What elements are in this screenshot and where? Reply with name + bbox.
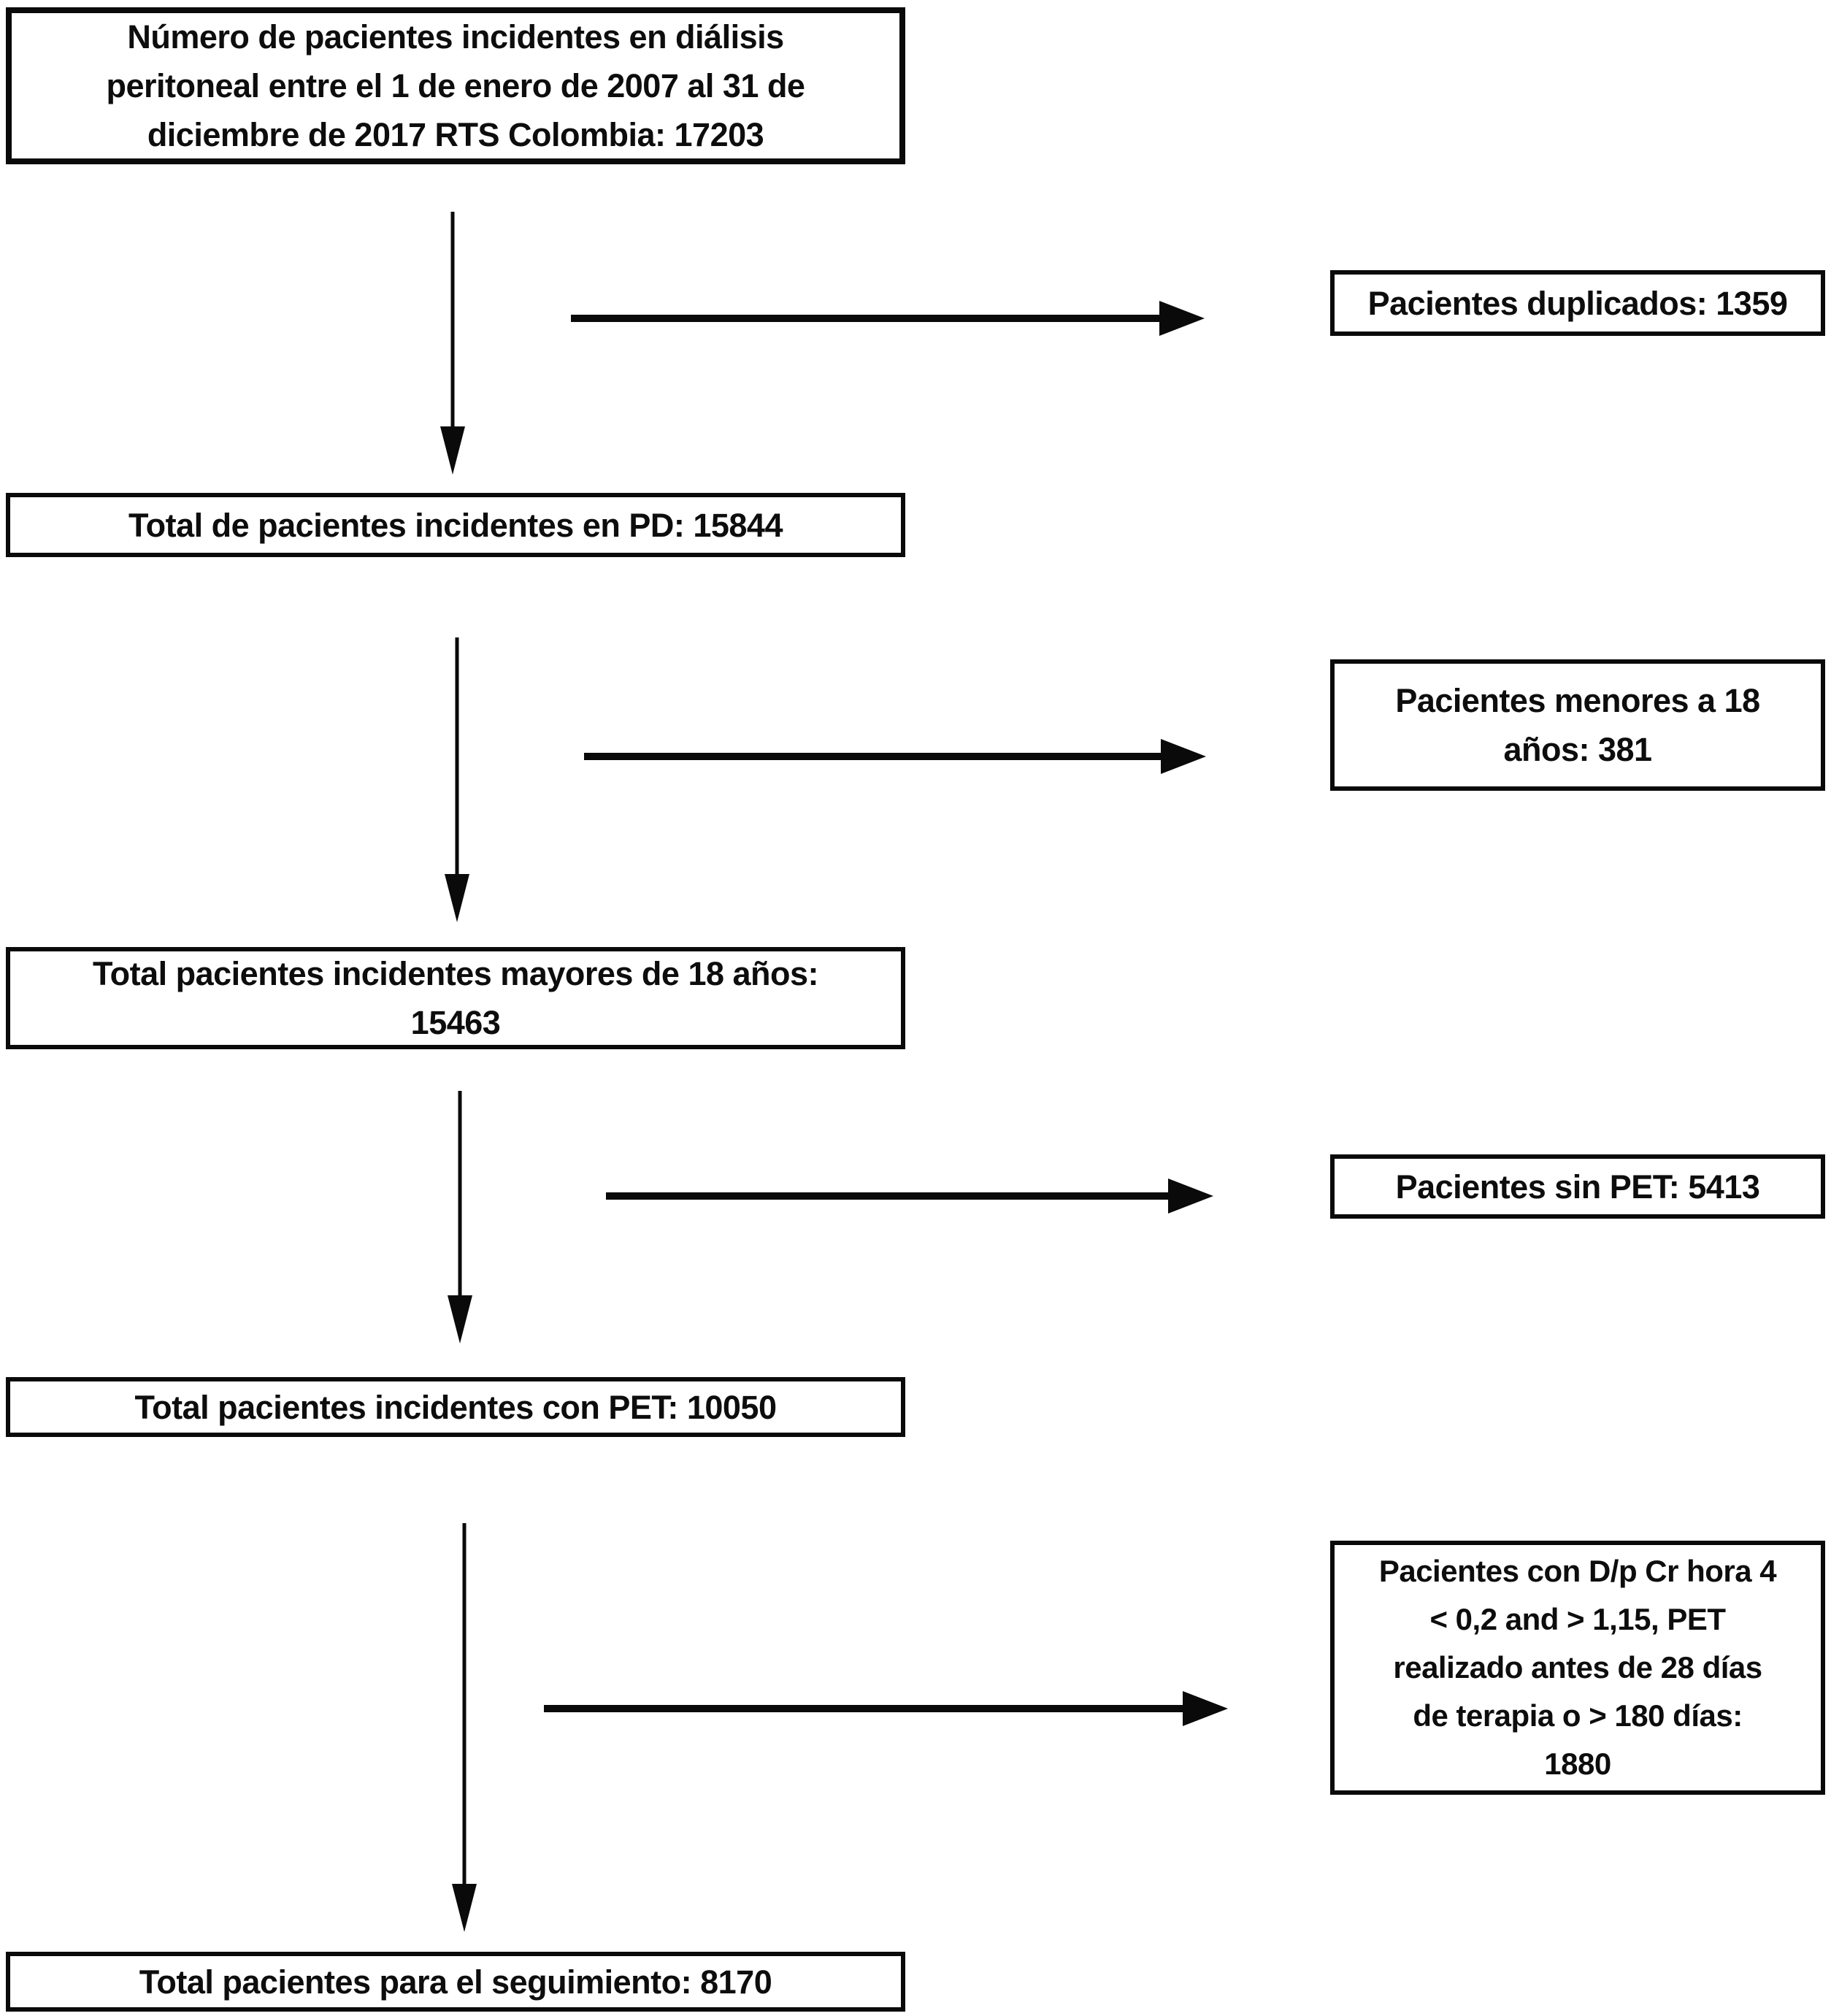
arrow-right-to-no-pet <box>606 1178 1213 1214</box>
arrow-down-3 <box>448 1091 472 1344</box>
arrow-down-1 <box>440 212 465 475</box>
arrow-right-to-invalid-pet <box>544 1691 1228 1726</box>
node-total-incident-pd: Total de pacientes incidentes en PD: 158… <box>6 493 905 557</box>
node-excluded-duplicates: Pacientes duplicados: 1359 <box>1330 270 1825 336</box>
node-excluded-no-pet: Pacientes sin PET: 5413 <box>1330 1154 1825 1219</box>
node-total-incident-with-pet: Total pacientes incidentes con PET: 1005… <box>6 1377 905 1437</box>
node-excluded-under-18: Pacientes menores a 18 años: 381 <box>1330 659 1825 791</box>
arrow-down-4 <box>452 1523 477 1932</box>
arrow-right-to-under-18 <box>584 739 1206 774</box>
arrow-down-2 <box>445 637 469 922</box>
arrow-right-to-duplicates <box>571 301 1205 336</box>
node-excluded-invalid-pet: Pacientes con D/p Cr hora 4 < 0,2 and > … <box>1330 1541 1825 1795</box>
node-total-follow-up: Total pacientes para el seguimiento: 817… <box>6 1952 905 2012</box>
node-incident-pd-population: Número de pacientes incidentes en diális… <box>6 7 905 164</box>
node-total-incident-over-18: Total pacientes incidentes mayores de 18… <box>6 947 905 1049</box>
